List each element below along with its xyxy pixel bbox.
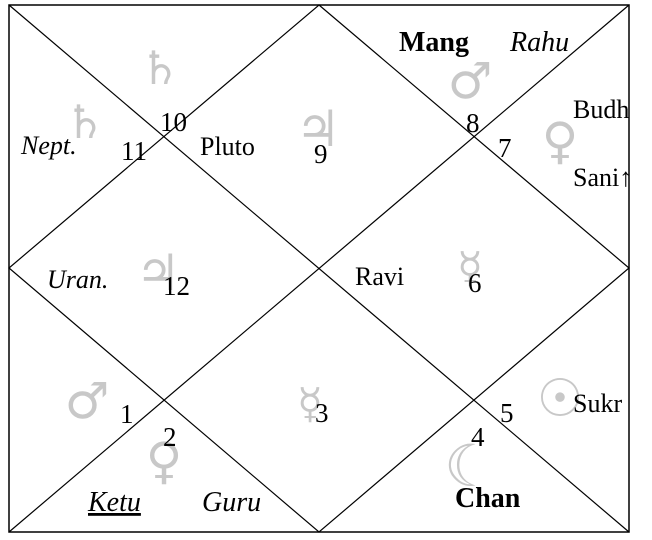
house-number-6: 6: [468, 268, 482, 298]
planet-label-nept: Nept.: [20, 131, 77, 160]
house-number-1: 1: [120, 399, 134, 429]
saturn-icon: ♄: [64, 95, 105, 149]
planet-label-ketu: Ketu: [87, 487, 141, 518]
planet-label-ravi: Ravi: [355, 262, 404, 291]
house-number-8: 8: [466, 108, 480, 138]
house-number-11: 11: [121, 136, 147, 166]
venus-icon: ♀: [146, 432, 183, 490]
planet-label-mang: Mang: [399, 27, 469, 58]
jupiter-icon: ♃: [296, 100, 341, 158]
house-number-2: 2: [163, 422, 177, 452]
house-number-7: 7: [498, 133, 512, 163]
jupiter-icon: ♃: [136, 244, 181, 302]
planet-label-pluto: Pluto: [200, 132, 255, 161]
house-number-4: 4: [471, 422, 485, 452]
sun-icon: ☉: [537, 369, 584, 429]
house-number-3: 3: [315, 398, 329, 428]
house-number-9: 9: [314, 139, 328, 169]
mars-icon: ♂: [65, 372, 110, 430]
planet-label-rahu: Rahu: [509, 27, 569, 58]
house-number-10: 10: [160, 107, 187, 137]
inner-diamond: [8, 4, 630, 533]
planet-label-budh: Budh: [573, 95, 629, 124]
planet-label-sani: Sani↑: [573, 163, 632, 192]
planet-label-uran: Uran.: [47, 265, 108, 294]
planet-label-guru: Guru: [202, 487, 261, 518]
house-number-5: 5: [500, 398, 514, 428]
mars-icon: ♂: [448, 52, 493, 110]
diagonal-line: [8, 4, 630, 533]
planet-label-chan: Chan: [455, 483, 521, 514]
moon-icon: ☾: [444, 432, 496, 500]
mercury-icon: ☿: [457, 243, 483, 292]
venus-icon: ♀: [542, 112, 579, 170]
mercury-icon: ☿: [297, 379, 323, 428]
planet-label-sukr: Sukr: [573, 389, 622, 418]
house-number-12: 12: [163, 271, 190, 301]
saturn-icon: ♄: [139, 41, 180, 95]
